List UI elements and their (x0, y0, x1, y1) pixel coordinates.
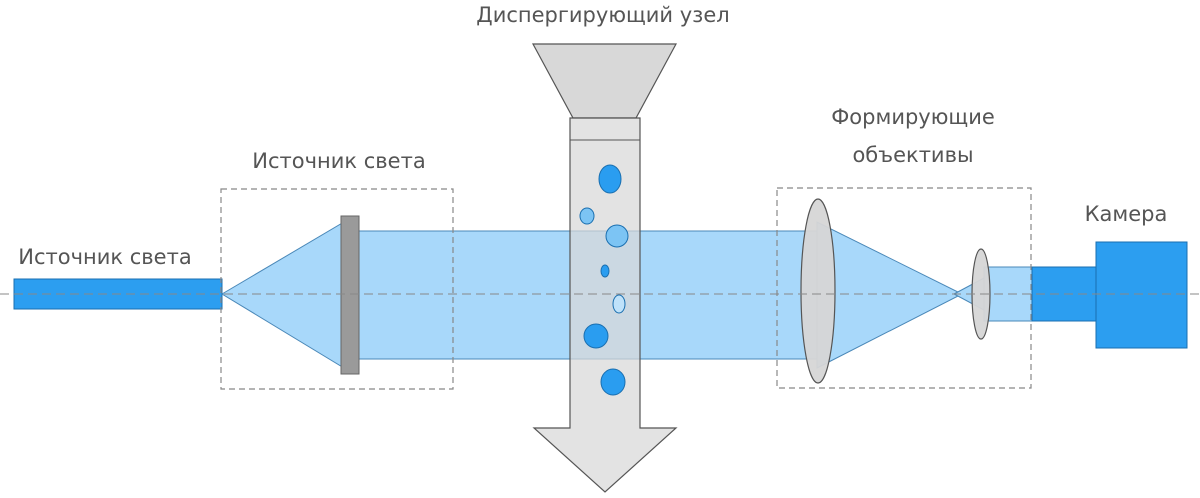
light-source-fiber-label: Источник света (18, 245, 191, 269)
forming-lenses-box (776, 187, 1032, 389)
objective-lens-icon (800, 198, 836, 384)
dispersing-unit-label: Диспергирующий узел (476, 3, 729, 27)
camera-label: Камера (1085, 202, 1168, 226)
particle (598, 164, 622, 194)
particle (579, 207, 595, 225)
filter-plate-icon (340, 215, 360, 375)
forming-lenses-label-line1: Формирующие (831, 105, 995, 129)
particles (579, 164, 629, 396)
diverging-light-cone (221, 221, 345, 369)
forming-lenses-label-line2: объективы (852, 143, 973, 167)
dispersing-channel (532, 117, 678, 493)
particle (583, 323, 609, 349)
camera-icon (1095, 241, 1188, 349)
particle (600, 368, 626, 396)
particle (605, 224, 629, 248)
light-source-box (220, 188, 454, 390)
hopper-icon (531, 43, 678, 119)
particle (612, 294, 626, 314)
particle (600, 264, 610, 278)
light-source-box-label: Источник света (252, 149, 425, 173)
converging-light-cone (816, 221, 964, 369)
